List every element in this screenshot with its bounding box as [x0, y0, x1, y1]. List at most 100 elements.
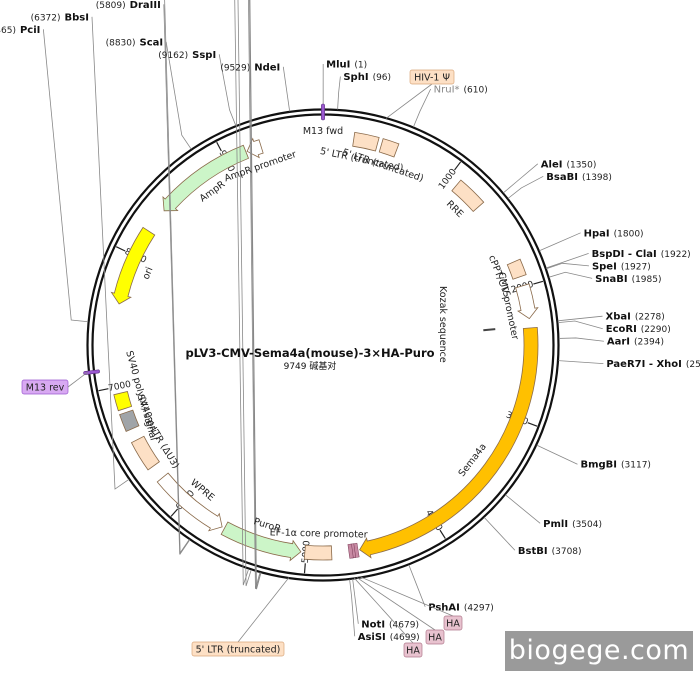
site-leader	[349, 579, 356, 637]
scale-tick-mark	[533, 280, 544, 285]
site-name: NruI*	[434, 85, 460, 96]
site-name: BsaBI	[546, 172, 578, 183]
scale-tick-mark	[439, 529, 446, 539]
site-position: (2278)	[635, 313, 665, 323]
feature-arc-puror	[220, 521, 302, 562]
site-name: NotI	[361, 619, 385, 630]
site-mlui[interactable]: MluI(1)	[326, 60, 367, 71]
scale-tick-mark	[170, 508, 179, 517]
site-position: (1922)	[661, 250, 691, 260]
site-name: SspI	[192, 50, 216, 61]
site-nrui-[interactable]: NruI* (610)	[434, 85, 488, 96]
site-leader	[337, 76, 341, 110]
primer-marker	[83, 369, 100, 375]
feature-arc-cppt-cts	[506, 258, 527, 280]
site-leader	[545, 253, 589, 269]
site-leader	[558, 337, 604, 342]
site-name: ScaI	[140, 37, 164, 48]
site-name: DraIII	[130, 0, 161, 11]
site-scai[interactable]: ScaI(8830)	[106, 37, 164, 48]
ha-tag-label: HA	[406, 646, 420, 657]
scale-tick-mark	[115, 246, 126, 252]
ha-tag-box[interactable]	[443, 615, 463, 631]
scale-tick-mark	[303, 563, 306, 574]
feature-label: CMV promoter	[496, 271, 521, 340]
site-name: HpaI	[584, 228, 610, 239]
site-alei[interactable]: AleI(1350)	[541, 159, 597, 170]
site-leader	[483, 517, 516, 551]
restriction-sites: MluI(1)SphI(96) NruI* (610) AleI(1350) BsaBI…	[0, 0, 700, 643]
site-name: BbsI	[65, 12, 89, 23]
ha-tag-box[interactable]	[403, 642, 423, 658]
ha-marker	[347, 543, 354, 559]
feature-arcs	[110, 131, 539, 562]
site-position: (4679)	[389, 620, 419, 630]
site-sspi[interactable]: SspI (9162)	[158, 50, 216, 61]
site-xbai[interactable]: XbaI (2278)	[606, 312, 665, 323]
site-bsabi[interactable]: BsaBI (1398)	[546, 172, 612, 183]
site-position: (1350)	[566, 160, 596, 170]
site-pmli[interactable]: PmlI(3504)	[543, 519, 602, 530]
site-name: AsiSI	[358, 632, 386, 643]
feature-arc-5-ltr-truncated-	[352, 131, 380, 152]
site-leader	[503, 163, 539, 194]
site-position: (3504)	[572, 520, 602, 530]
kozak-marker	[483, 328, 496, 332]
site-name: XbaI	[606, 312, 631, 323]
plasmid-title: pLV3-CMV-Sema4a(mouse)-3×HA-Puro	[185, 346, 434, 360]
feature-arc-sv40-poly-a-signal	[113, 390, 133, 412]
feature-arc-ampr	[162, 144, 250, 212]
site-name: AleI	[541, 159, 563, 170]
site-pshai[interactable]: PshAI(4297)	[428, 602, 494, 613]
site-noti[interactable]: NotI (4679)	[361, 619, 419, 630]
site-leader	[505, 494, 541, 524]
ha-tag-box[interactable]	[425, 629, 445, 645]
site-leader	[282, 66, 291, 112]
site-ndei[interactable]: NdeI(9529)	[220, 62, 280, 73]
site-position: (1985)	[632, 275, 662, 285]
plasmid-backbone	[86, 108, 560, 582]
site-spei[interactable]: SpeI(1927)	[592, 261, 651, 272]
site-hpai[interactable]: HpaI(1800)	[584, 228, 644, 239]
site-sphi[interactable]: SphI(96)	[343, 72, 391, 83]
site-position: (610)	[464, 86, 488, 96]
site-aari[interactable]: AarI(2394)	[607, 337, 664, 348]
site-name: SnaBI	[595, 274, 627, 285]
site-name: SphI	[343, 72, 368, 83]
site-position: (1398)	[582, 173, 612, 183]
site-leader	[237, 0, 252, 587]
site-bbsi[interactable]: BbsI(6372)	[31, 12, 89, 23]
site-position: (2394)	[634, 338, 664, 348]
scale-tick-mark	[527, 422, 538, 427]
feature-tag-label: 5' LTR (truncated)	[196, 645, 281, 656]
feature-tag-box[interactable]	[191, 641, 285, 657]
tag-leader	[356, 577, 436, 631]
site-position: (3708)	[552, 547, 582, 557]
scale-tick-mark	[454, 161, 462, 171]
primer-label-m13-rev: M13 rev	[26, 383, 65, 394]
site-paer7i-xhoi[interactable]: PaeR7I - XhoI(2540)	[606, 359, 700, 370]
site-asisi[interactable]: AsiSI(4699)	[358, 632, 420, 643]
site-position: (9162)	[158, 51, 188, 61]
site-bstbi[interactable]: BstBI(3708)	[518, 546, 582, 557]
site-name: PciI	[20, 25, 40, 36]
site-ecori[interactable]: EcoRI(2290)	[606, 324, 671, 335]
site-position: (3117)	[621, 461, 651, 471]
site-leader	[218, 54, 237, 126]
site-bspdi-clai[interactable]: BspDI - ClaI(1922)	[592, 249, 691, 260]
feature-tag-box[interactable]	[409, 69, 455, 85]
site-name: BmgBI	[580, 460, 617, 471]
site-position: (2540)	[686, 360, 700, 370]
scale-tick-label: 7000	[108, 380, 133, 394]
site-draiii[interactable]: DraIII(5809)	[96, 0, 161, 11]
tag-leader	[237, 577, 290, 643]
feature-label: EF-1α core promoter	[270, 527, 368, 540]
watermark-logo: biogege.com	[505, 631, 693, 671]
site-pcii[interactable]: PciI(7465)	[0, 25, 40, 36]
primer-leader	[67, 371, 88, 388]
site-snabi[interactable]: SnaBI (1985)	[595, 274, 661, 285]
site-bmgbi[interactable]: BmgBI (3117)	[580, 460, 650, 471]
site-leader	[352, 579, 359, 624]
